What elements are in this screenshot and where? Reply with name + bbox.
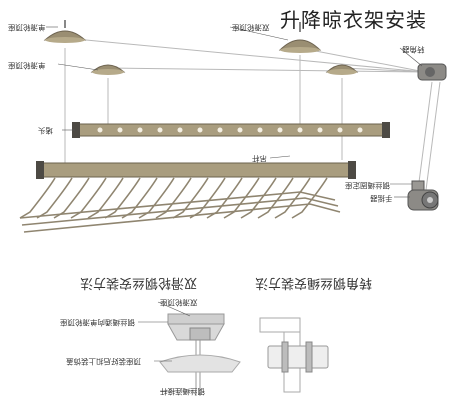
single-pulley-seat-right [325, 64, 359, 75]
label-hanging-pole: 吊杆 [252, 154, 267, 163]
install-label-a: 双滑轮顶座 [160, 298, 198, 307]
label-crank: 手摇器 [370, 194, 393, 203]
hangers [19, 177, 341, 233]
label-single-pulley-top: 单滑轮顶座 [8, 23, 46, 32]
label-cable-anchor: 钢丝绳固定座 [345, 181, 390, 190]
section-title-left: 双滑轮钢丝安装方法 [80, 275, 198, 290]
label-pole-head: 堵头 [38, 126, 53, 135]
lower-pole [36, 161, 356, 179]
label-double-pulley-top: 双滑轮顶座 [232, 23, 270, 32]
install-label-c: 顶座装好后扣上装饰盖 [66, 357, 141, 366]
label-corner-device: 转角器 [402, 45, 425, 54]
label-single-pulley-bottom: 单滑轮顶座 [8, 61, 46, 70]
crank-box [407, 180, 439, 211]
double-pulley-top-seat [278, 22, 322, 53]
leader-lines [46, 26, 423, 198]
single-pulley-bottom-seat [90, 64, 126, 75]
steel-wires [64, 37, 441, 191]
page-title: 升降晾衣架安装 [280, 8, 427, 32]
single-pulley-top-seat [43, 20, 87, 43]
upper-pole [72, 122, 390, 138]
corner-device [417, 63, 447, 81]
install-label-b: 钢丝绳通向单滑轮顶座 [60, 318, 135, 327]
section-title-right: 转角钢丝绳安装方法 [255, 275, 373, 290]
install-detail [138, 301, 329, 396]
install-label-d: 钢丝绳连接杆 [160, 387, 205, 396]
